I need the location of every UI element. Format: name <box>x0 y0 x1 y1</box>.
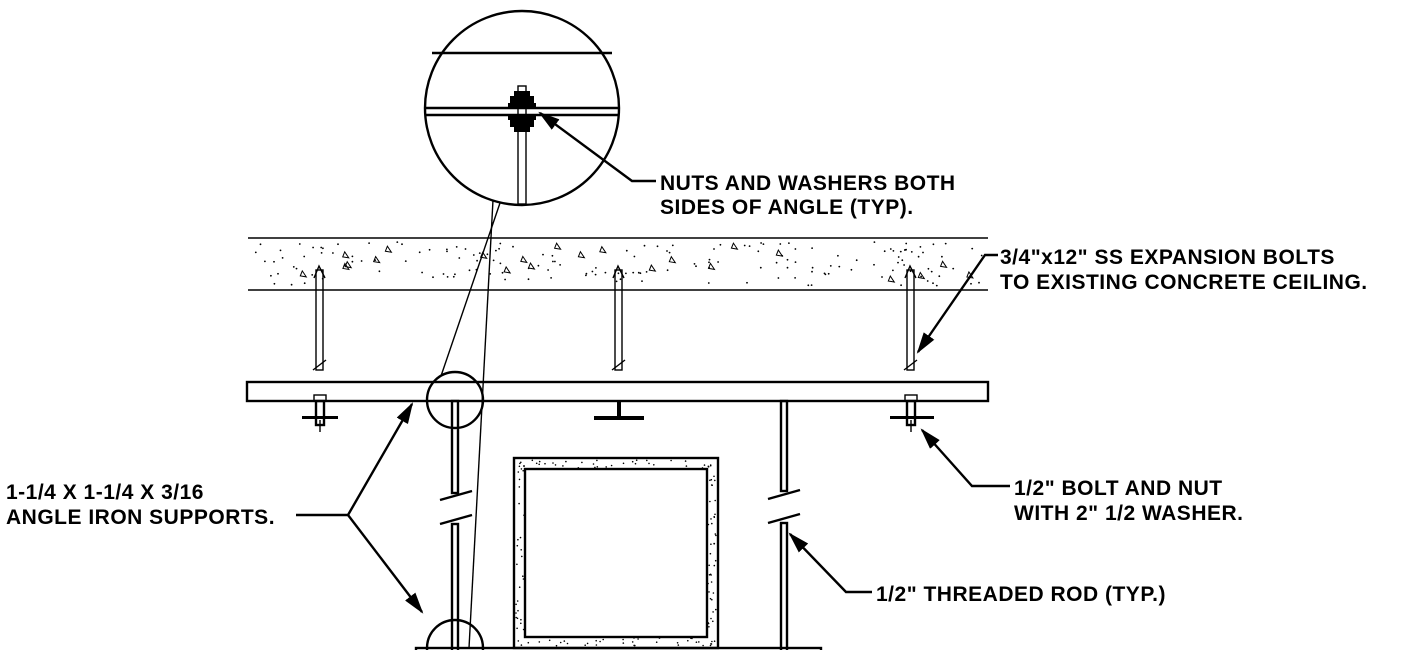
upper-angle-iron <box>245 380 990 403</box>
concrete-ceiling <box>248 237 988 291</box>
label-bolt-nut-line1: 1/2" BOLT AND NUT <box>1014 477 1223 500</box>
duct <box>512 456 720 650</box>
leader-bolt-nut <box>920 428 1010 488</box>
leader-angle-iron-lower <box>347 514 424 614</box>
leader-expansion-bolts <box>916 253 998 354</box>
threaded-rod-right <box>767 399 801 650</box>
enlarged-detail <box>423 9 621 207</box>
expansion-bolt-middle <box>611 264 626 371</box>
label-expansion-bolts-line2: TO EXISTING CONCRETE CEILING. <box>1000 271 1368 294</box>
bolt-nut-middle <box>594 401 644 420</box>
detail-callout-circle-upper <box>425 370 485 430</box>
label-threaded-rod: 1/2" THREADED ROD (TYP.) <box>876 583 1166 606</box>
detail-callout-circle-lower <box>425 618 485 650</box>
detail-connector-left <box>440 202 501 377</box>
label-angle-iron-line1: 1-1/4 X 1-1/4 X 3/16 <box>6 481 204 504</box>
label-expansion-bolts-line1: 3/4"x12" SS EXPANSION BOLTS <box>1000 246 1335 269</box>
label-bolt-nut-line2: WITH 2" 1/2 WASHER. <box>1014 502 1244 525</box>
concrete-stipple <box>254 241 983 287</box>
label-angle-iron-line2: ANGLE IRON SUPPORTS. <box>6 506 275 529</box>
expansion-bolt-right <box>903 264 918 371</box>
expansion-bolt-left <box>312 264 327 371</box>
bolt-nut-right <box>890 394 934 432</box>
leader-angle-iron-upper <box>296 402 414 517</box>
leader-threaded-rod <box>788 532 872 594</box>
bolt-nut-left <box>302 394 338 432</box>
leader-nuts-washers <box>538 111 656 183</box>
detail-connector-right <box>468 199 494 649</box>
label-nuts-washers-line2: SIDES OF ANGLE (TYP). <box>660 196 914 219</box>
threaded-rod-left <box>439 399 473 650</box>
duct-insulation-stipple <box>515 459 717 647</box>
label-nuts-washers-line1: NUTS AND WASHERS BOTH <box>660 172 956 195</box>
